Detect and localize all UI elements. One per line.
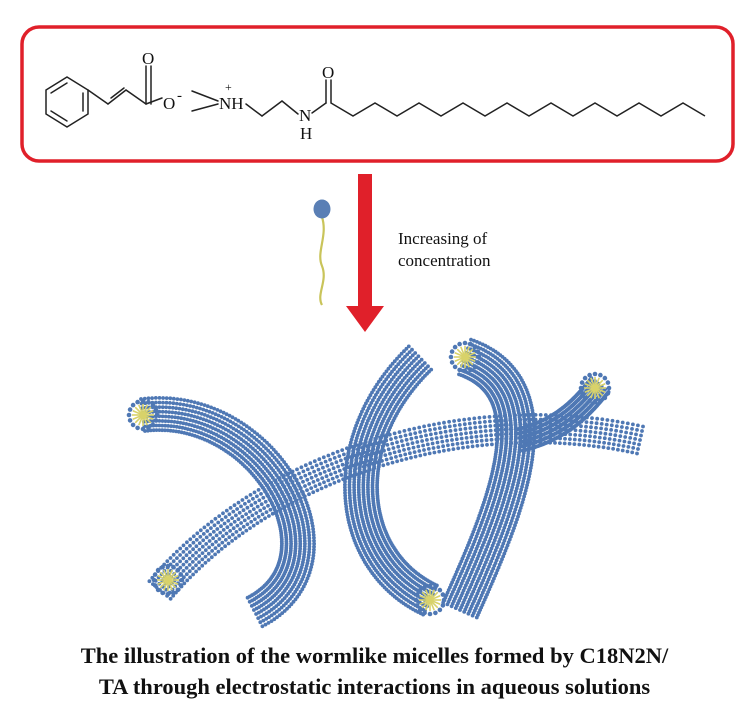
carbonyl-oxygen-left: O	[142, 49, 154, 68]
process-label-line2: concentration	[398, 251, 491, 270]
surfactant-head	[313, 199, 331, 219]
molecule-frame	[20, 25, 735, 163]
arrow-head	[346, 306, 384, 332]
benzene-ring	[45, 76, 89, 128]
micelle-endcap-left-bottom	[151, 563, 185, 597]
wormlike-micelles	[126, 337, 645, 629]
micelle-endcap-left-top	[126, 398, 160, 432]
caption-line2: TA through electrostatic interactions in…	[98, 674, 651, 699]
process-label-line1: Increasing of	[398, 229, 488, 248]
ammonium-charge: +	[225, 80, 232, 94]
molecule-structure	[45, 65, 332, 128]
micelle-bundle-right	[441, 337, 537, 620]
surfactant-tail	[319, 216, 325, 306]
micelle-endcap-right	[578, 371, 612, 405]
vinyl-double-bond	[107, 89, 127, 105]
ammonium-nh: NH	[219, 94, 244, 113]
carboxylate-oxygen: O	[163, 94, 175, 113]
arrow-shaft	[358, 174, 372, 308]
molecule-atom-labels: O O - + NH N H O	[142, 49, 334, 143]
micelle-bundle-center	[343, 344, 439, 617]
figure-caption: The illustration of the wormlike micelle…	[0, 640, 749, 702]
amide-nitrogen: N	[299, 106, 311, 125]
carbonyl-oxygen-right: O	[322, 63, 334, 82]
alkyl-chain	[330, 102, 706, 117]
micelle-endcap-top	[448, 340, 482, 374]
amide-hydrogen: H	[300, 124, 312, 143]
carboxylate-charge: -	[177, 88, 182, 104]
micelle-endcap-center-bottom	[413, 583, 447, 617]
caption-line1: The illustration of the wormlike micelle…	[80, 643, 669, 668]
